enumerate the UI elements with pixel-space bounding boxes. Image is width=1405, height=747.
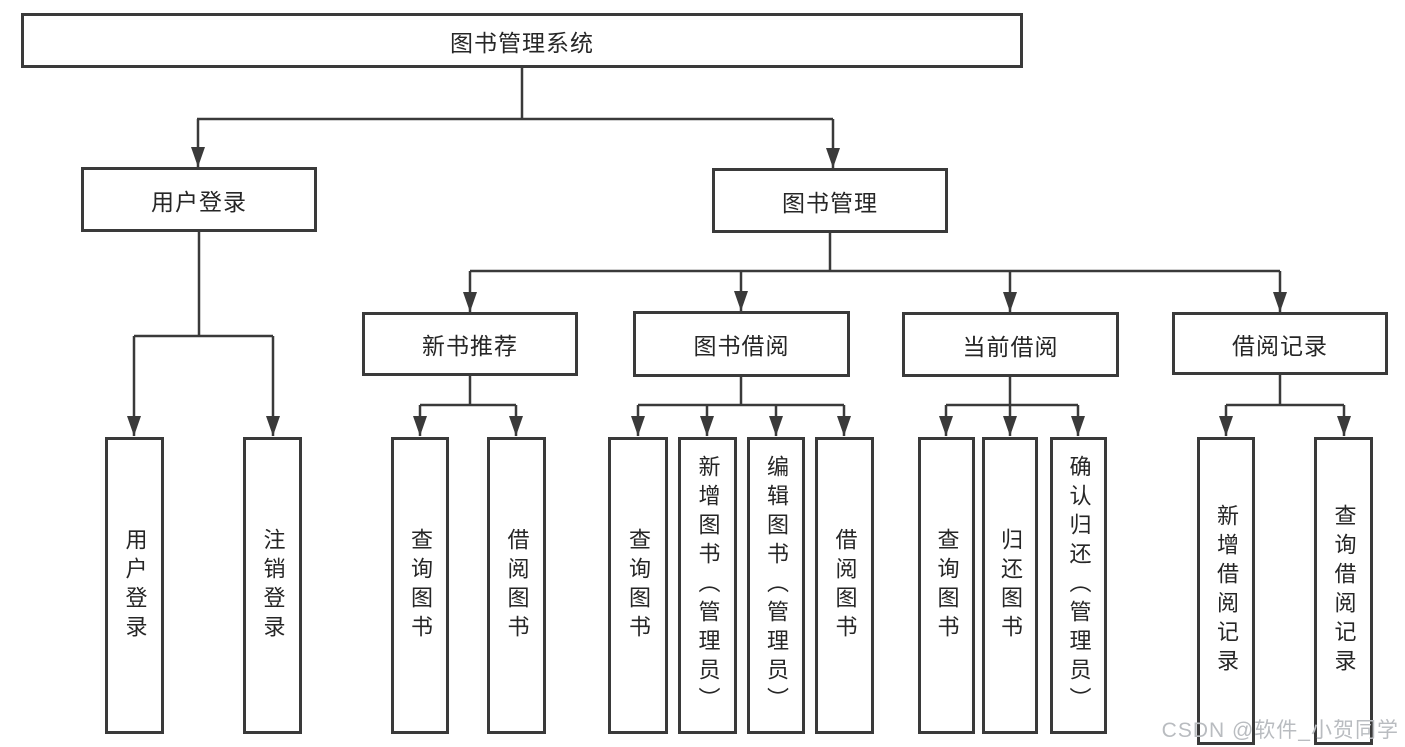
leaf-edit-books-admin: 编辑图书（管理员） (747, 437, 805, 734)
node-label: 图书管理 (782, 189, 878, 216)
leaf-query-books-3: 查询图书 (918, 437, 975, 734)
leaf-return-books: 归还图书 (982, 437, 1038, 734)
leaf-borrow-books-1: 借阅图书 (487, 437, 546, 734)
node-label: 当前借阅 (962, 333, 1059, 360)
node-borrow-records: 借阅记录 (1172, 312, 1388, 375)
leaf-user-login: 用户登录 (105, 437, 164, 734)
node-label: 用户登录 (151, 188, 247, 215)
leaf-query-books-1: 查询图书 (391, 437, 449, 734)
node-root-label: 图书管理系统 (450, 29, 594, 56)
leaf-label: 编辑图书（管理员） (764, 455, 789, 716)
leaf-label: 新增借阅记录 (1214, 504, 1239, 678)
csdn-watermark: CSDN @软件_小贺同学 (1161, 719, 1399, 742)
leaf-label: 借阅图书 (504, 527, 530, 644)
node-book-management: 图书管理 (712, 168, 948, 233)
leaf-label: 查询借阅记录 (1331, 504, 1357, 678)
connector-arrows (127, 119, 1351, 436)
node-label: 图书借阅 (693, 333, 790, 359)
leaf-query-books-2: 查询图书 (608, 437, 668, 734)
leaf-logout: 注销登录 (243, 437, 302, 734)
node-book-borrow: 图书借阅 (633, 311, 850, 377)
leaf-label: 注销登录 (260, 527, 286, 644)
leaf-query-borrow-record: 查询借阅记录 (1314, 437, 1373, 745)
leaf-add-books-admin: 新增图书（管理员） (678, 437, 737, 734)
node-label: 借阅记录 (1232, 332, 1328, 359)
node-root: 图书管理系统 (21, 13, 1023, 68)
node-current-borrow: 当前借阅 (902, 312, 1119, 377)
leaf-label: 查询图书 (408, 527, 433, 644)
node-label: 新书推荐 (422, 333, 518, 359)
leaf-label: 确认归还（管理员） (1066, 455, 1092, 716)
leaf-label: 用户登录 (122, 527, 148, 644)
leaf-label: 新增图书（管理员） (695, 455, 721, 716)
connector (134, 67, 1344, 407)
node-user-login: 用户登录 (81, 167, 317, 232)
leaf-borrow-books-2: 借阅图书 (815, 437, 874, 734)
leaf-confirm-return-admin: 确认归还（管理员） (1050, 437, 1107, 734)
leaf-label: 借阅图书 (832, 527, 858, 644)
node-new-book-recommend: 新书推荐 (362, 312, 578, 376)
leaf-label: 归还图书 (998, 527, 1023, 644)
leaf-label: 查询图书 (934, 527, 960, 644)
leaf-label: 查询图书 (626, 527, 651, 644)
leaf-add-borrow-record: 新增借阅记录 (1197, 437, 1255, 745)
